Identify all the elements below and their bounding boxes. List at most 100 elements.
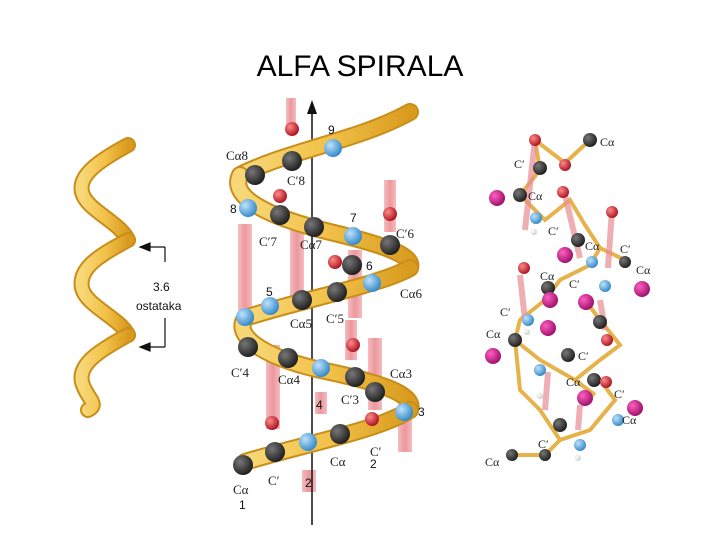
- carbon-atom: [292, 290, 312, 310]
- pitch-unit: ostataka: [136, 299, 182, 313]
- helix-axis: [307, 100, 317, 525]
- carbon-atom: [345, 367, 365, 387]
- carbon-atom: [327, 282, 347, 302]
- ca-label: Cα: [528, 189, 543, 203]
- oxygen-atom: [606, 206, 618, 218]
- carbon-atom: [539, 449, 551, 461]
- carbon-atom: [233, 455, 253, 475]
- ca-label: Cα: [600, 135, 615, 149]
- carbon-atom: [330, 424, 350, 444]
- nitrogen-atom: [344, 227, 362, 245]
- pitch-value: 3.6: [153, 280, 170, 294]
- carbon-atom: [553, 418, 567, 432]
- residue-2-label: 2: [305, 476, 312, 490]
- nitrogen-atom: [324, 139, 342, 157]
- carbon-atom: [561, 348, 575, 362]
- side-chain-atom: [542, 292, 558, 308]
- c3p-label: C′3: [341, 392, 359, 407]
- oxygen-atom: [600, 376, 612, 388]
- ca-label: Cα: [585, 239, 600, 253]
- c1p-label: C′: [268, 473, 280, 488]
- side-chain-atom: [627, 400, 643, 416]
- nitrogen-atom: [363, 274, 381, 292]
- ca4-label: Cα4: [278, 372, 300, 387]
- side-chain-atom: [578, 294, 594, 310]
- oxygen-atom: [346, 338, 360, 352]
- c-prime-label: C′: [620, 242, 631, 256]
- residue-4-label: 4: [316, 398, 323, 412]
- nitrogen-atom: [586, 256, 598, 268]
- carbon-atom: [265, 442, 285, 462]
- side-chain-atom: [557, 247, 573, 263]
- carbon-atom: [278, 348, 298, 368]
- pitch-bracket: [138, 242, 166, 352]
- left-helix-panel: 3.6 ostataka: [73, 137, 182, 418]
- ca-label: Cα: [636, 263, 651, 277]
- hydrogen-atom: [524, 329, 530, 335]
- middle-helix-panel: 9 Cα8 C′8 8 7 C′6 C′7 Cα7 6 5 Cα6 Cα5 C′…: [226, 98, 425, 525]
- carbon-atom: [365, 382, 385, 402]
- carbon-atom: [304, 217, 324, 237]
- c4p-label: C′4: [231, 365, 250, 380]
- c-prime-label: C′: [514, 157, 525, 171]
- c6p-label: C′6: [396, 226, 415, 241]
- oxygen-atom: [559, 159, 571, 171]
- carbon-atom: [593, 315, 607, 329]
- oxygen-atom: [285, 122, 299, 136]
- side-chain-atom: [634, 281, 650, 297]
- nitrogen-atom: [530, 212, 542, 224]
- hbond-cylinder: [315, 392, 327, 414]
- carbon-atom: [587, 373, 601, 387]
- carbon-atom: [342, 255, 362, 275]
- carbon-atom: [513, 188, 527, 202]
- carbon-atom: [571, 233, 585, 247]
- c2p-label: C′: [370, 444, 382, 459]
- ca-label: Cα: [566, 375, 581, 389]
- carbon-atom: [380, 235, 400, 255]
- carbon-atom: [238, 337, 258, 357]
- ca6-label: Cα6: [400, 286, 422, 301]
- nitrogen-atom: [299, 433, 317, 451]
- hbonds-right: [517, 139, 615, 431]
- nitrogen-atom: [236, 308, 254, 326]
- ca-label: Cα: [622, 413, 637, 427]
- residue-6-label: 6: [366, 259, 373, 273]
- hbond-cylinder: [384, 180, 396, 232]
- carbon-atom: [583, 133, 597, 147]
- nitrogen-atom: [261, 297, 279, 315]
- c-prime-label: C′: [538, 437, 549, 451]
- helix-ribbon: [73, 137, 136, 418]
- hydrogen-atom: [537, 393, 543, 399]
- ca7-label: Cα7: [300, 237, 322, 252]
- oxygen-atom: [365, 412, 379, 426]
- right-ball-stick-panel: Cα C′ Cα C′ Cα C′ Cα Cα C′ C′ Cα C′ Cα C…: [485, 133, 651, 469]
- c-prime-label: C′: [548, 224, 559, 238]
- hbond-cylinder: [238, 224, 252, 310]
- residue-3-label: 3: [418, 405, 425, 419]
- c-prime-label: C′: [614, 387, 625, 401]
- ca8-label: Cα8: [226, 148, 248, 163]
- oxygen-atom: [601, 334, 613, 346]
- ca2-label: Cα: [330, 454, 346, 469]
- carbon-atom: [508, 333, 522, 347]
- ca1-label: Cα: [233, 482, 249, 497]
- hydrogen-atom: [531, 229, 537, 235]
- ca3-label: Cα3: [390, 366, 412, 381]
- residue-9-label: 9: [328, 123, 335, 137]
- atoms-right: [485, 133, 650, 461]
- ca5-label: Cα5: [290, 316, 312, 331]
- c-prime-label: C′: [569, 277, 580, 291]
- residue-8-label: 8: [230, 202, 237, 216]
- carbon-atom: [619, 256, 631, 268]
- carbon-atom: [282, 151, 302, 171]
- c5p-label: C′5: [326, 311, 344, 326]
- oxygen-atom: [518, 262, 530, 274]
- residue-7-label: 7: [350, 211, 357, 225]
- nitrogen-atom: [612, 414, 624, 426]
- side-chain-atom: [577, 390, 593, 406]
- hbond-cylinder: [290, 220, 304, 308]
- oxygen-atom: [557, 186, 569, 198]
- oxygen-atom: [328, 255, 342, 269]
- carbon-atom: [245, 165, 265, 185]
- nitrogen-atom: [522, 314, 534, 326]
